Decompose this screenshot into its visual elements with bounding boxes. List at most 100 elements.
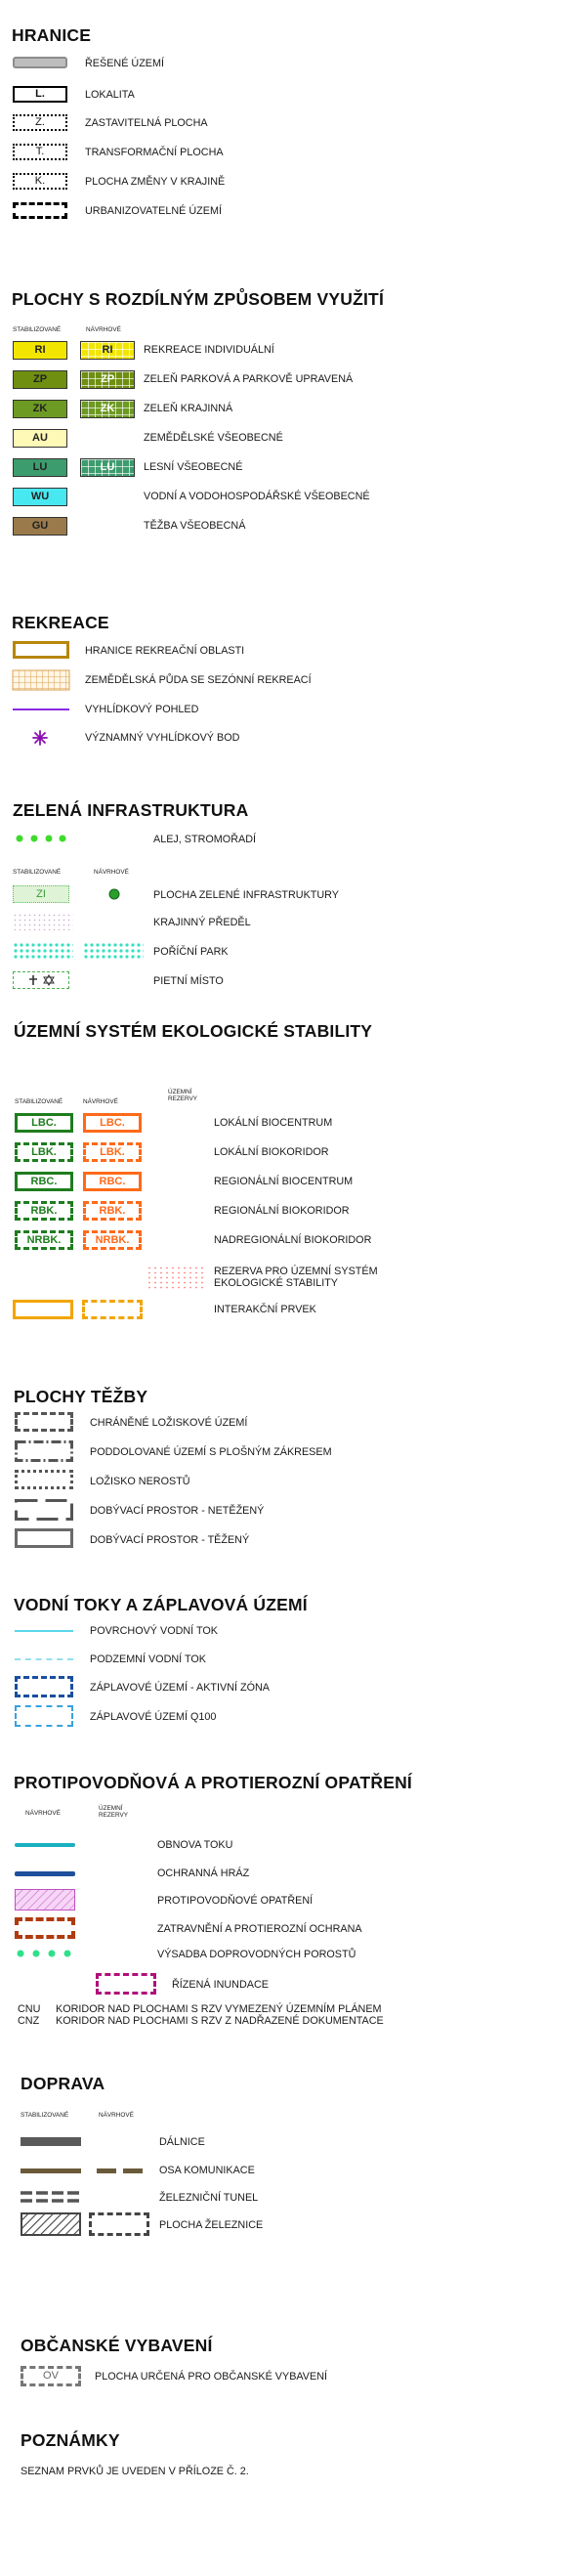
symbol-zatravneni [15,1917,75,1939]
symbol-interakcni-stab [13,1300,73,1319]
code-cnz: CNZ [18,2015,40,2027]
label-uses-lbk: LOKÁLNÍ BIOKORIDOR [214,1146,329,1158]
symbol-urbanizovatelne [13,202,67,219]
label-krajinny-predel: KRAJINNÝ PŘEDĚL [153,917,251,928]
symbol-rizena-inundace [96,1973,156,1995]
symbol-uses-navrh: NRBK. [83,1230,142,1250]
label-protipovodnove: PROTIPOVODŇOVÉ OPATŘENÍ [157,1895,314,1907]
label-zemedelska-puda: ZEMĚDĚLSKÁ PŮDA SE SEZÓNNÍ REKREACÍ [85,674,312,686]
symbol-dobyvaci-tezeny [15,1528,73,1548]
section-title-doprava: DOPRAVA [21,2074,105,2093]
col-header-navrhove: NÁVRHOVÉ [86,326,121,333]
label-dobyvaci-netezeny: DOBÝVACÍ PROSTOR - NETĚŽENÝ [90,1505,265,1517]
label-plocha-zk: ZELEŇ KRAJINNÁ [144,403,233,414]
label-interakcni: INTERAKČNÍ PRVEK [214,1304,316,1315]
section-title-tezba: PLOCHY TĚŽBY [14,1387,148,1406]
label-rezerva-uses-2: EKOLOGICKÉ STABILITY [214,1277,339,1289]
label-dobyvaci-tezeny: DOBÝVACÍ PROSTOR - TĚŽENÝ [90,1534,250,1546]
section-title-uses: ÚZEMNÍ SYSTÉM EKOLOGICKÉ STABILITY [14,1021,373,1041]
label-plocha-zeleznice: PLOCHA ŽELEZNICE [159,2219,264,2231]
symbol-obcanske-vybaveni: OV [21,2366,81,2386]
symbol-reseni-uzemi [13,57,67,68]
symbol-zemedelska-puda [12,669,70,691]
label-plocha-zp: ZELEŇ PARKOVÁ A PARKOVĚ UPRAVENÁ [144,373,354,385]
label-zeleznicni-tunel: ŽELEZNIČNÍ TUNEL [159,2192,259,2204]
col-header-stabilizovane: STABILIZOVANÉ [21,2112,69,2119]
label-plocha-ri: REKREACE INDIVIDUÁLNÍ [144,344,274,356]
label-vyhlidkovy-pohled: VYHLÍDKOVÝ POHLED [85,704,199,715]
label-cnu: KORIDOR NAD PLOCHAMI S RZV VYMEZENÝ ÚZEM… [56,2003,382,2015]
symbol-plocha-zeleznice-stab [21,2212,81,2236]
symbol-alej [16,835,66,842]
label-uses-nrbk: NADREGIONÁLNÍ BIOKORIDOR [214,1234,372,1246]
symbol-zaplava-q100 [15,1705,73,1727]
symbol-lozisko-nerostu [15,1470,73,1489]
symbol-krajinny-predel [13,913,73,930]
col-header-stabilizovane: STABILIZOVANÉ [13,326,62,333]
label-poricni-park: POŘÍČNÍ PARK [153,946,229,958]
symbol-plocha-zi-navrh [108,888,120,900]
symbol-plocha-zmeny: K. [13,173,67,190]
section-title-poznamky: POZNÁMKY [21,2430,120,2450]
label-chranene-lozisko: CHRÁNĚNÉ LOŽISKOVÉ ÚZEMÍ [90,1417,248,1429]
symbol-zaplava-aktivni [15,1676,73,1697]
symbol-osa-komunikace-navrh [97,2168,146,2173]
label-poddolovane: PODDOLOVANÉ ÚZEMÍ S PLOŠNÝM ZÁKRESEM [90,1446,332,1458]
label-zastavitelna: ZASTAVITELNÁ PLOCHA [85,117,208,129]
section-title-obcanske: OBČANSKÉ VYBAVENÍ [21,2336,213,2355]
symbol-ochranna-hraz [15,1871,75,1876]
label-plocha-wu: VODNÍ A VODOHOSPODÁŘSKÉ VŠEOBECNÉ [144,491,370,502]
symbol-plocha-stab: WU [13,488,67,506]
symbol-rezerva-uses [146,1266,203,1289]
symbol-plocha-navrh: ZP [80,370,135,389]
label-vyhlidkovy-bod: VÝZNAMNÝ VYHLÍDKOVÝ BOD [85,732,240,744]
col-header-rezervy: REZERVY [168,1095,198,1102]
label-ochranna-hraz: OCHRANNÁ HRÁZ [157,1868,250,1879]
label-reseni-uzemi: ŘEŠENÉ ÚZEMÍ [85,58,164,69]
label-plocha-au: ZEMĚDĚLSKÉ VŠEOBECNÉ [144,432,283,444]
col-header-navrhove: NÁVRHOVÉ [94,869,129,876]
label-podzemni-tok: PODZEMNÍ VODNÍ TOK [90,1653,206,1665]
section-title-rekreace: REKREACE [12,613,109,632]
label-rezerva-uses-1: REZERVA PRO ÚZEMNÍ SYSTÉM [214,1266,378,1277]
symbol-plocha-zi-stab: ZI [13,885,69,903]
symbol-uses-stab: LBC. [15,1113,73,1133]
label-plocha-gu: TĚŽBA VŠEOBECNÁ [144,520,246,532]
symbol-protipovodnove [15,1889,75,1911]
label-vysadba: VÝSADBA DOPROVODNÝCH POROSTŮ [157,1949,356,1960]
symbol-pietni-misto [13,971,69,989]
label-uses-lbc: LOKÁLNÍ BIOCENTRUM [214,1117,333,1129]
symbol-uses-navrh: LBC. [83,1113,142,1133]
label-osa-komunikace: OSA KOMUNIKACE [159,2165,255,2176]
label-lozisko-nerostu: LOŽISKO NEROSTŮ [90,1476,190,1487]
section-title-plochy: PLOCHY S ROZDÍLNÝM ZPŮSOBEM VYUŽITÍ [12,289,385,309]
symbol-uses-navrh: LBK. [83,1142,142,1162]
symbol-lokalita: L. [13,86,67,103]
label-cnz: KORIDOR NAD PLOCHAMI S RZV Z NADŘAZENÉ D… [56,2015,384,2027]
col-header-stabilizovane: STABILIZOVANÉ [15,1098,63,1105]
symbol-uses-stab: LBK. [15,1142,73,1162]
label-dalnice: DÁLNICE [159,2136,205,2148]
symbol-vysadba [17,1950,71,1957]
star-icon [32,730,48,746]
label-obnova-toku: OBNOVA TOKU [157,1839,233,1851]
label-plocha-lu: LESNÍ VŠEOBECNÉ [144,461,243,473]
symbol-zeleznicni-tunel [21,2191,81,2203]
symbol-plocha-navrh: LU [80,458,135,477]
label-uses-rbc: REGIONÁLNÍ BIOCENTRUM [214,1176,354,1187]
symbol-zastavitelna: Z. [13,114,67,131]
symbol-hranice-rekreacni [13,641,69,659]
section-title-protipovodnova: PROTIPOVODŇOVÁ A PROTIEROZNÍ OPATŘENÍ [14,1773,412,1792]
section-title-vodni: VODNÍ TOKY A ZÁPLAVOVÁ ÚZEMÍ [14,1595,308,1614]
symbol-povrchovy-tok [15,1630,73,1632]
label-zaplava-q100: ZÁPLAVOVÉ ÚZEMÍ Q100 [90,1711,217,1723]
symbol-plocha-stab: ZP [13,370,67,389]
col-header-stabilizovane: STABILIZOVANÉ [13,869,62,876]
code-cnu: CNU [18,2003,41,2015]
symbol-chranene-lozisko [15,1412,73,1432]
symbol-osa-komunikace-stab [21,2168,81,2173]
symbol-poricni-park-stab [13,942,73,960]
symbol-plocha-zeleznice-navrh [89,2212,149,2236]
symbol-vyhlidkovy-pohled [13,708,69,710]
col-header-uzemni: ÚZEMNÍ [99,1805,123,1812]
